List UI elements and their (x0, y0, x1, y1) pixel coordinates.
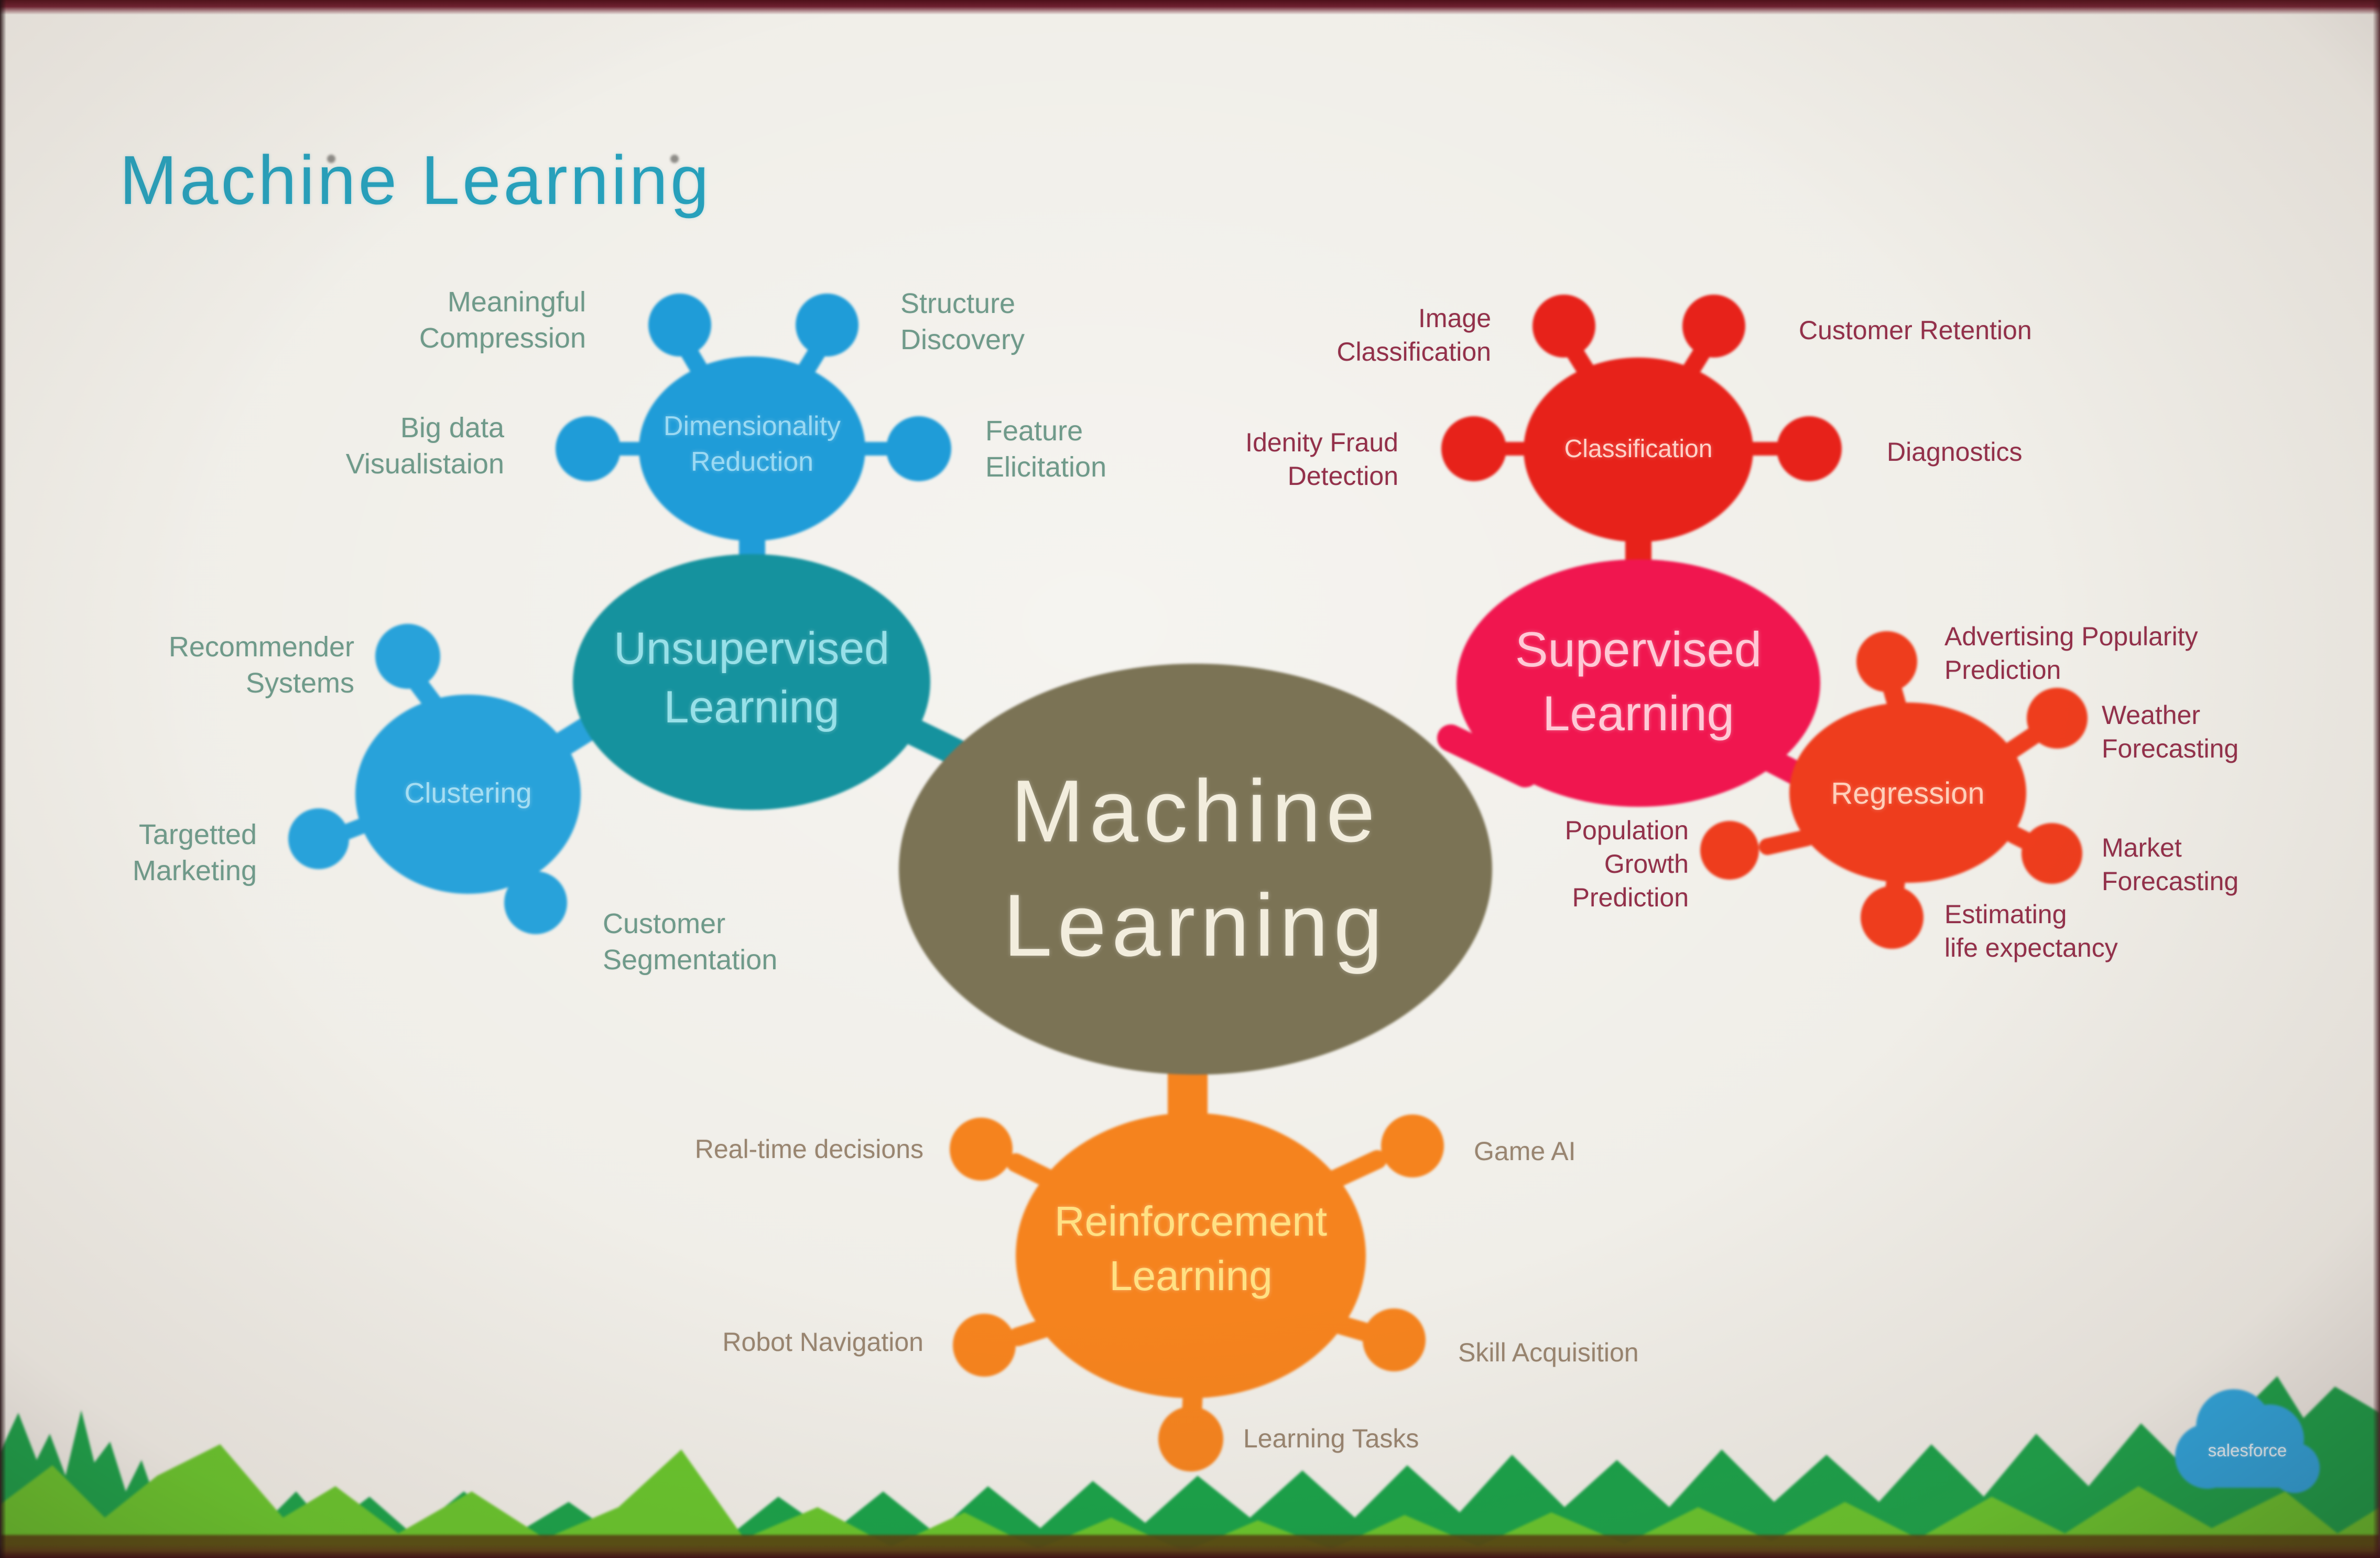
node-label-classification: Classification (1564, 435, 1713, 463)
center-node-blob (899, 664, 1492, 1075)
label-game-ai: Game AI (1474, 1137, 1576, 1166)
regression-blob (1700, 631, 2088, 949)
label-skill-acquisition: Skill Acquisition (1458, 1338, 1639, 1367)
label-idenity-fraud-detection: Idenity Fraud Detection (1245, 428, 1398, 491)
label-structure-discovery: Structure Discovery (900, 288, 1025, 356)
node-label-reinforcement-learning: Reinforcement Learning (1054, 1198, 1328, 1299)
label-population-growth-prediction: Population Growth Prediction (1564, 816, 1689, 912)
label-diagnostics: Diagnostics (1887, 437, 2023, 467)
label-estimating-life-expectancy: Estimating life expectancy (1944, 900, 2118, 962)
camera-artifacts (327, 155, 679, 163)
label-customer-retention: Customer Retention (1799, 316, 2032, 345)
reinforcement-blob (950, 1067, 1444, 1472)
label-learning-tasks: Learning Tasks (1243, 1424, 1419, 1453)
node-label-supervised-learning: Supervised Learning (1515, 622, 1762, 741)
salesforce-logo-icon (2175, 1389, 2320, 1493)
slide-title: Machine Learning (119, 142, 712, 219)
label-market-forecasting: Market Forecasting (2102, 833, 2239, 896)
node-label-regression: Regression (1831, 776, 1985, 810)
label-image-classification: Image Classification (1336, 304, 1491, 366)
salesforce-wordmark: salesforce (2208, 1441, 2287, 1460)
classification-blob (1441, 295, 1842, 616)
label-advertising-popularity-prediction: Advertising Popularity Prediction (1944, 622, 2198, 685)
node-label-machine-learning-center: Machine Learning (1003, 762, 1388, 975)
label-feature-elicitation: Feature Elicitation (985, 415, 1107, 483)
label-recommender-systems: Recommender Systems (168, 631, 354, 699)
label-big-data-visualistaion: Big data Visualistaion (345, 412, 504, 480)
dimensionality-reduction-blob (556, 294, 951, 624)
node-label-unsupervised-learning: Unsupervised Learning (614, 623, 889, 732)
label-robot-navigation: Robot Navigation (722, 1327, 923, 1357)
label-meaningful-compression: Meaningful Compression (419, 286, 586, 354)
label-targetted-marketing: Targetted Marketing (132, 819, 257, 887)
label-weather-forecasting: Weather Forecasting (2102, 700, 2239, 763)
node-label-clustering: Clustering (404, 777, 532, 809)
clustering-blob (288, 624, 615, 934)
label-real-time-decisions: Real-time decisions (694, 1134, 923, 1164)
label-customer-segmentation: Customer Segmentation (603, 908, 778, 976)
node-label-dimensionality-reduction: Dimensionality Reduction (663, 411, 841, 477)
